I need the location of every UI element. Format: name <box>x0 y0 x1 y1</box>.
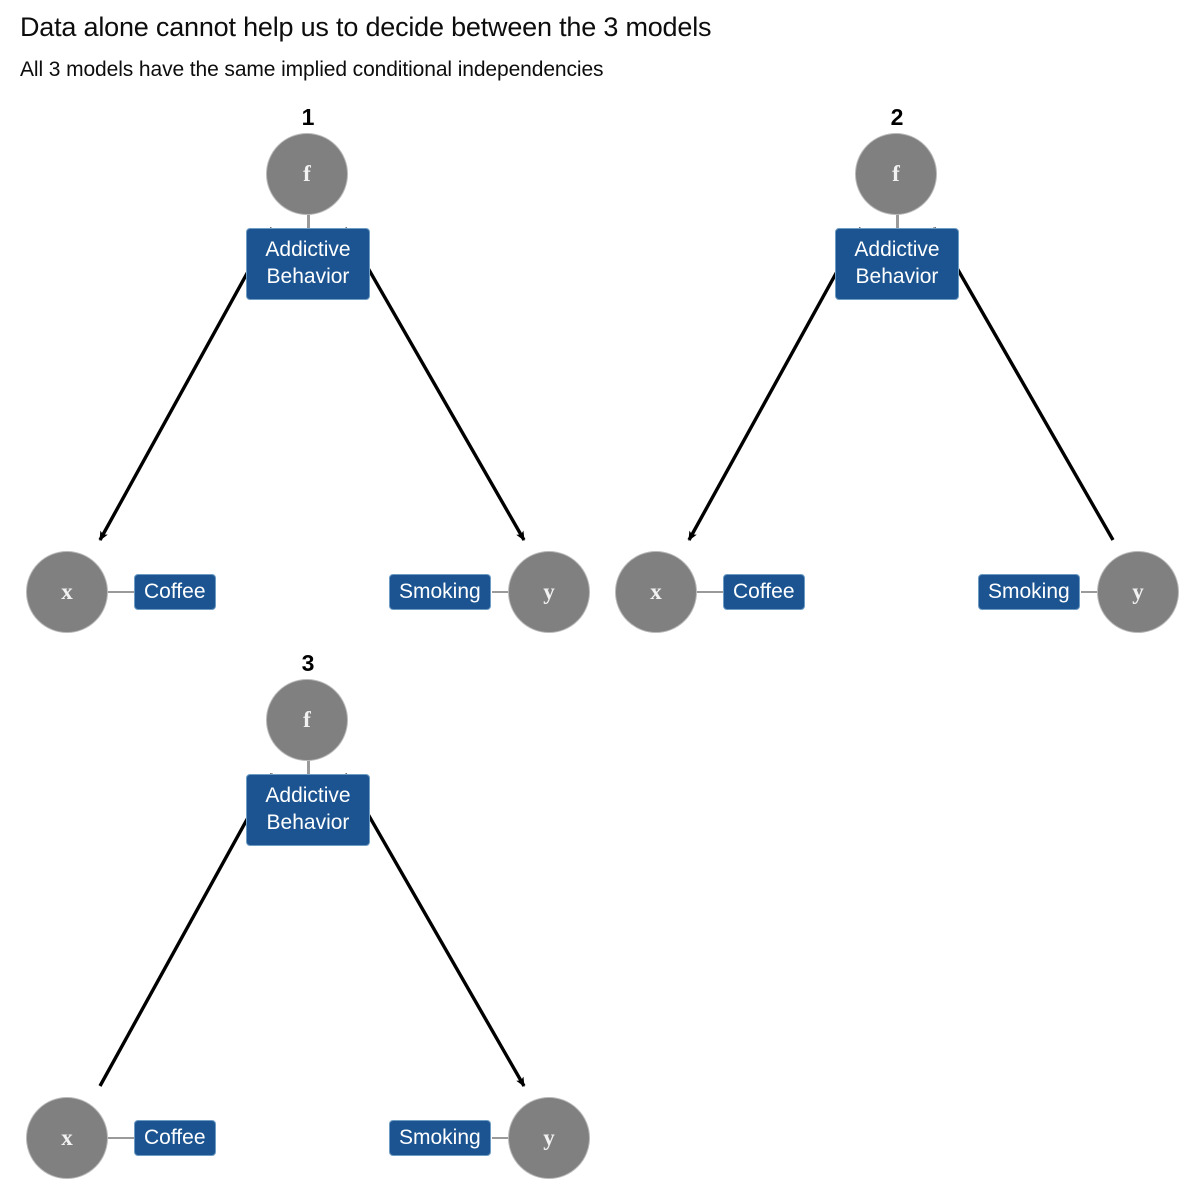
observed-node-y-label-model-2: y <box>1132 579 1144 604</box>
latent-label-box-model-2[interactable]: Addictive Behavior <box>835 228 959 300</box>
observed-label-coffee-model-2[interactable]: Coffee <box>723 574 805 610</box>
connector-smoking-to-y-model-3 <box>492 1137 518 1139</box>
observed-label-smoking-text-model-1: Smoking <box>399 579 481 603</box>
model-number-2: 2 <box>890 104 904 130</box>
connector-smoking-to-y-model-2 <box>1081 591 1107 593</box>
observed-node-y-label-model-1: y <box>543 579 555 604</box>
latent-label-line1-model-2: Addictive <box>854 238 940 262</box>
observed-node-x-label-model-1: x <box>61 579 73 604</box>
latent-label-line1-model-3: Addictive <box>265 784 351 808</box>
connector-x-to-coffee-model-1 <box>104 591 136 593</box>
observed-label-smoking-text-model-3: Smoking <box>399 1125 481 1149</box>
edge-ab-to-y-model-1 <box>343 227 526 541</box>
page-title: Data alone cannot help us to decide betw… <box>20 12 712 42</box>
latent-label-line1-model-1: Addictive <box>265 238 351 262</box>
observed-node-y-model-1[interactable]: y <box>508 551 590 633</box>
observed-node-y-label-model-3: y <box>543 1125 555 1150</box>
observed-label-coffee-model-1[interactable]: Coffee <box>134 574 216 610</box>
observed-label-smoking-model-3[interactable]: Smoking <box>389 1120 491 1156</box>
page-subtitle: All 3 models have the same implied condi… <box>20 58 604 81</box>
latent-label-line2-model-3: Behavior <box>266 811 350 834</box>
model-number-3: 3 <box>301 650 315 676</box>
latent-label-line2-model-1: Behavior <box>266 265 350 288</box>
latent-node-f-label-model-2: f <box>892 161 900 186</box>
observed-node-x-model-2[interactable]: x <box>615 551 697 633</box>
latent-label-box-model-3[interactable]: Addictive Behavior <box>246 774 370 846</box>
observed-label-smoking-text-model-2: Smoking <box>988 579 1070 603</box>
observed-label-smoking-model-1[interactable]: Smoking <box>389 574 491 610</box>
edge-y-to-ab-model-2 <box>932 227 1115 541</box>
latent-label-box-model-1[interactable]: Addictive Behavior <box>246 228 370 300</box>
observed-node-x-model-3[interactable]: x <box>26 1097 108 1179</box>
edge-ab-to-y-model-3 <box>343 773 526 1087</box>
observed-node-y-model-3[interactable]: y <box>508 1097 590 1179</box>
observed-label-coffee-text-model-3: Coffee <box>144 1125 206 1149</box>
observed-label-coffee-text-model-2: Coffee <box>733 579 795 603</box>
connector-x-to-coffee-model-2 <box>693 591 725 593</box>
connector-smoking-to-y-model-1 <box>492 591 518 593</box>
observed-node-x-model-1[interactable]: x <box>26 551 108 633</box>
latent-node-f-label-model-1: f <box>303 161 311 186</box>
latent-node-f-model-1[interactable]: f <box>266 133 348 215</box>
observed-node-x-label-model-3: x <box>61 1125 73 1150</box>
observed-label-coffee-model-3[interactable]: Coffee <box>134 1120 216 1156</box>
observed-label-coffee-text-model-1: Coffee <box>144 579 206 603</box>
latent-node-f-model-2[interactable]: f <box>855 133 937 215</box>
latent-node-f-model-3[interactable]: f <box>266 679 348 761</box>
observed-node-y-model-2[interactable]: y <box>1097 551 1179 633</box>
latent-label-line2-model-2: Behavior <box>855 265 939 288</box>
observed-label-smoking-model-2[interactable]: Smoking <box>978 574 1080 610</box>
model-number-1: 1 <box>301 104 315 130</box>
latent-node-f-label-model-3: f <box>303 707 311 732</box>
connector-x-to-coffee-model-3 <box>104 1137 136 1139</box>
observed-node-x-label-model-2: x <box>650 579 662 604</box>
